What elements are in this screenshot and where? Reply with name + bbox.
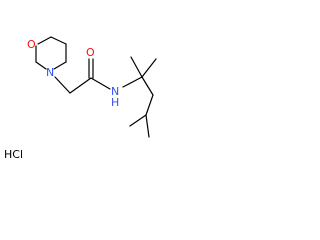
carbonyl-oxygen-label: O	[86, 46, 95, 59]
ring-nitrogen-label: N	[46, 66, 54, 79]
bond	[141, 76, 154, 96]
bond	[90, 77, 111, 90]
bond	[141, 58, 157, 78]
bond	[145, 114, 150, 138]
bond	[145, 94, 154, 116]
bond	[122, 76, 143, 88]
structure-canvas: O N O N H HCl	[0, 0, 203, 162]
amide-nitrogen-label: N	[111, 85, 119, 98]
bond	[130, 56, 143, 78]
salt-label: HCl	[4, 148, 23, 161]
bond	[129, 114, 147, 127]
ring-oxygen-label: O	[27, 38, 36, 51]
amide-hydrogen-label: H	[111, 96, 119, 109]
bond	[50, 36, 67, 45]
molecule-structure: O N O N H HCl	[4, 36, 157, 161]
bond	[54, 76, 71, 94]
bond	[37, 36, 52, 45]
bond	[53, 61, 67, 70]
bond	[69, 77, 92, 94]
bond	[35, 61, 47, 70]
